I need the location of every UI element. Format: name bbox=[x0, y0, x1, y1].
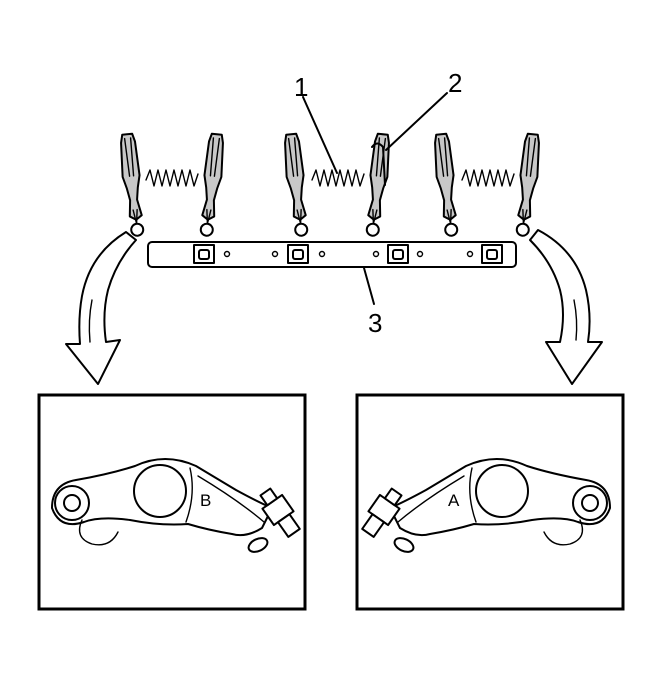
detail-box-right: A bbox=[355, 393, 625, 611]
leader-line-1 bbox=[302, 96, 338, 174]
rocker-rail bbox=[147, 241, 517, 268]
detail-box-left: B bbox=[37, 393, 307, 611]
spring-left bbox=[145, 169, 199, 187]
callout-3: 3 bbox=[368, 308, 382, 338]
rocker-arm-pair-center bbox=[281, 132, 393, 238]
spring-center bbox=[311, 169, 365, 187]
callout-1: 1 bbox=[294, 72, 308, 102]
detail-left-mark: B bbox=[200, 491, 211, 510]
leader-line-3 bbox=[363, 267, 375, 305]
callout-2: 2 bbox=[448, 68, 462, 98]
detail-right-mark: A bbox=[448, 491, 460, 510]
rocker-arm-pair-right bbox=[431, 132, 543, 238]
arrow-to-right-detail bbox=[529, 229, 603, 385]
spring-right bbox=[461, 169, 515, 187]
arrow-to-left-detail bbox=[65, 231, 137, 385]
leader-line-2 bbox=[385, 92, 448, 151]
rocker-arm-pair-left bbox=[117, 132, 227, 238]
